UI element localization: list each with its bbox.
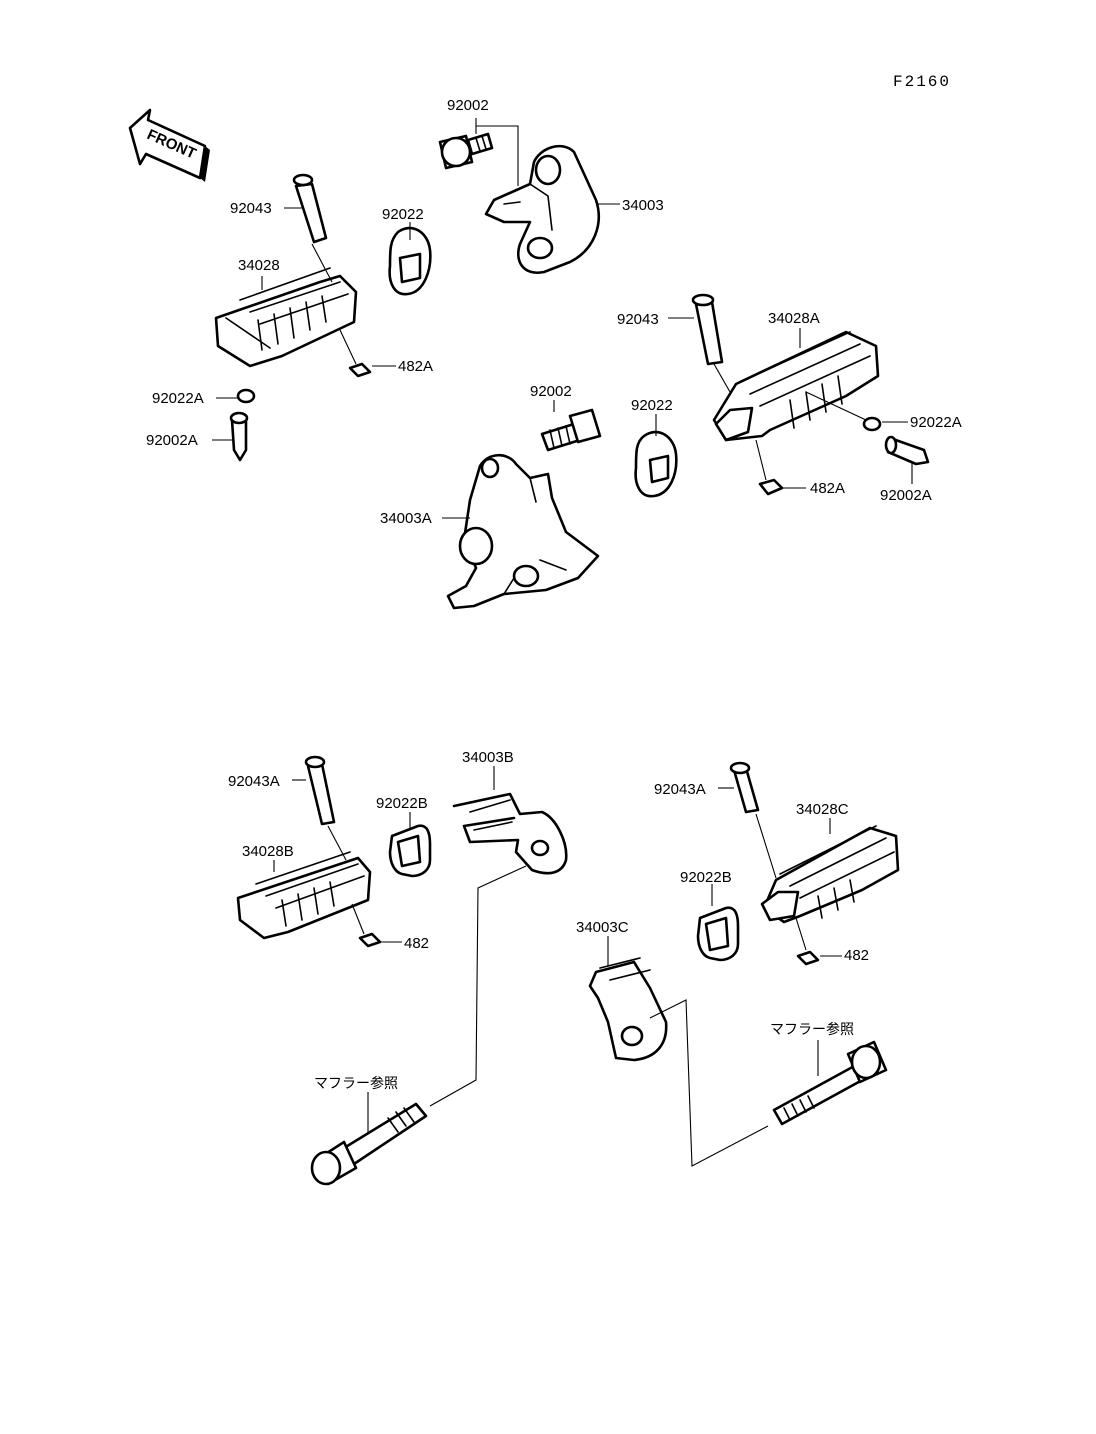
label-482-right: 482 [844, 947, 869, 964]
pin-92043-left [292, 173, 328, 244]
label-92002-mid: 92002 [530, 383, 572, 400]
callout-labels: 92002 92043 92022 34003 34028 482A 92022… [146, 97, 962, 1092]
label-92022-mid: 92022 [631, 397, 673, 414]
label-34003: 34003 [622, 197, 664, 214]
label-92043A-left: 92043A [228, 773, 280, 790]
label-34028: 34028 [238, 257, 280, 274]
label-muffler-ref-left: マフラー参照 [314, 1075, 398, 1092]
pin-92043A-left [304, 755, 336, 826]
front-arrow-icon: FRONT [128, 108, 210, 182]
label-92022A-left: 92022A [152, 390, 204, 407]
washer-482A-right [758, 478, 784, 496]
bracket-34003C [588, 957, 668, 1062]
bolt-92002A-right [884, 435, 930, 466]
label-92002A-left: 92002A [146, 432, 198, 449]
bolt-92002-top [438, 132, 494, 170]
ring-92022A-right [862, 416, 882, 432]
label-92043A-right: 92043A [654, 781, 706, 798]
plate-92022-top [388, 226, 432, 296]
plate-92022B-left [388, 824, 432, 878]
label-92002A-right: 92002A [880, 487, 932, 504]
figure-code: F2160 [893, 73, 951, 91]
bracket-34003B [452, 792, 568, 875]
label-34003B: 34003B [462, 749, 514, 766]
ring-92022A-left [236, 388, 256, 404]
plate-92022B-right [696, 906, 740, 962]
washer-482-right [796, 950, 820, 966]
label-34028A: 34028A [768, 310, 820, 327]
bolt-92002-mid [540, 408, 602, 452]
label-92022B-right: 92022B [680, 869, 732, 886]
label-92043-right: 92043 [617, 311, 659, 328]
label-34028C: 34028C [796, 801, 849, 818]
label-92022-top: 92022 [382, 206, 424, 223]
label-34028B: 34028B [242, 843, 294, 860]
footpeg-34028 [214, 267, 358, 368]
label-92022A-right: 92022A [910, 414, 962, 431]
bolt-92002A-left [229, 411, 249, 462]
label-482A-left: 482A [398, 358, 433, 375]
bracket-34003A [446, 453, 600, 610]
label-482A-right: 482A [810, 480, 845, 497]
label-34003A: 34003A [380, 510, 432, 527]
pin-92043A-right [729, 761, 760, 814]
label-92022B-left: 92022B [376, 795, 428, 812]
bolt-muffler-left [310, 1102, 428, 1186]
label-34003C: 34003C [576, 919, 629, 936]
footpeg-34028A [712, 330, 880, 442]
leader-lines [212, 118, 913, 1167]
washer-482-left [358, 932, 382, 948]
bracket-34003 [484, 144, 601, 274]
label-92002-top: 92002 [447, 97, 489, 114]
label-92043-left: 92043 [230, 200, 272, 217]
washer-482A-left [348, 362, 372, 378]
plate-92022-mid [634, 430, 678, 498]
pin-92043-right [691, 293, 724, 366]
footpeg-34028C [760, 825, 900, 924]
label-muffler-ref-right: マフラー参照 [770, 1021, 854, 1038]
label-482-left: 482 [404, 935, 429, 952]
bolt-muffler-right [772, 1040, 888, 1126]
footpeg-34028B [236, 851, 372, 940]
